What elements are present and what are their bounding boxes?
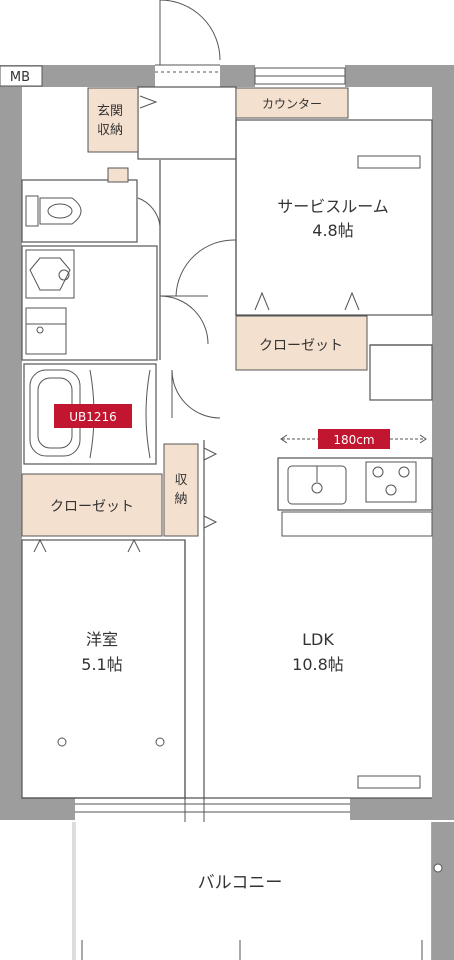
- washroom: [25, 249, 209, 355]
- ldk-window: [357, 775, 421, 789]
- ldk-size: 10.8帖: [292, 655, 344, 674]
- side-storage: 収 納: [163, 443, 218, 537]
- toilet: [25, 195, 161, 227]
- service-room-window: [357, 155, 421, 169]
- western-room-label: 洋室: [86, 630, 118, 649]
- closet-western: クローゼット: [21, 473, 163, 553]
- genkan-storage-label-1: 玄関: [97, 104, 123, 119]
- closet-service-label: クローゼット: [259, 338, 343, 354]
- corridor-doors: [171, 239, 237, 419]
- genkan-storage-label-2: 収納: [97, 123, 123, 138]
- western-room: 洋室 5.1帖: [57, 630, 165, 747]
- service-room-label: サービスルーム: [277, 197, 389, 216]
- genkan-storage: 玄関 収納: [87, 87, 139, 153]
- bottom-windows: [75, 798, 350, 822]
- closet-service: クローゼット: [235, 315, 368, 371]
- balcony-label: バルコニー: [198, 873, 283, 893]
- small-shelf: [107, 167, 129, 183]
- interior-walls: [21, 86, 433, 800]
- mb-label: MB: [10, 70, 30, 85]
- mb-box: MB: [0, 65, 43, 87]
- counter-label: カウンター: [262, 97, 322, 111]
- step-arrow: [139, 95, 158, 109]
- side-storage-label-1: 収: [174, 473, 187, 488]
- ldk-room: LDK 10.8帖: [292, 630, 421, 789]
- kitchen-width-label: 180cm: [333, 433, 374, 447]
- closet-western-label: クローゼット: [50, 499, 134, 515]
- kitchen: 180cm: [277, 429, 433, 537]
- western-room-size: 5.1帖: [81, 655, 122, 674]
- service-room: サービスルーム 4.8帖: [254, 155, 421, 311]
- unit-bath: UB1216: [29, 369, 151, 459]
- balcony: バルコニー: [72, 822, 454, 960]
- entrance-door: [155, 0, 221, 73]
- unit-bath-label: UB1216: [69, 410, 117, 424]
- side-storage-label-2: 納: [174, 492, 187, 507]
- top-window: [254, 67, 346, 85]
- service-room-size: 4.8帖: [312, 221, 353, 240]
- counter: カウンター: [235, 87, 349, 119]
- ldk-label: LDK: [302, 630, 334, 649]
